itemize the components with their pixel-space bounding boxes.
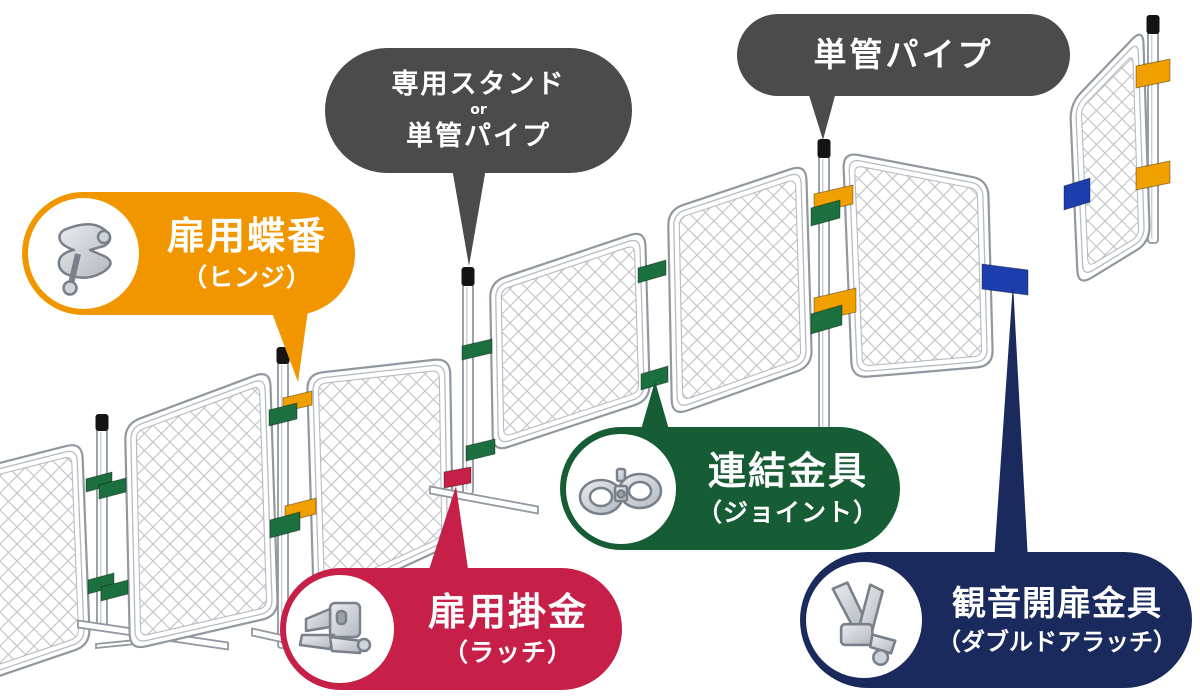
pipe-end-cap xyxy=(817,139,831,158)
fence-panel-mesh xyxy=(0,457,79,665)
joint-band xyxy=(640,365,669,391)
callout-stand-or-pipe: 専用スタンド or 単管パイプ xyxy=(325,48,632,173)
latch-band xyxy=(443,466,472,489)
callout-title: 連結金具 xyxy=(707,449,868,494)
fence-panel-inner-frame xyxy=(673,173,807,406)
callout-line: or xyxy=(470,102,487,119)
callout-tankan-pipe: 単管パイプ xyxy=(737,14,1070,96)
callout-subtitle: （ラッチ） xyxy=(442,638,573,668)
fence-panel-mesh xyxy=(1080,57,1140,265)
joint-band xyxy=(269,511,301,539)
fence-panel-inner-frame xyxy=(130,380,273,642)
callout-tail-latch xyxy=(427,486,469,576)
pipe-end-cap xyxy=(276,347,290,364)
callout-latch: 扉用掛金 （ラッチ） xyxy=(280,568,622,690)
hinge-band xyxy=(1135,160,1171,191)
fence-panel-inner-frame xyxy=(312,364,448,597)
callout-subtitle: （ヒンジ） xyxy=(181,262,312,292)
fence-panel-mesh xyxy=(135,387,268,636)
fence-panel-mesh xyxy=(317,370,443,590)
fence-panel-inner-frame xyxy=(1075,45,1145,273)
fence-panel-mesh xyxy=(500,246,640,436)
joint-band xyxy=(810,304,843,335)
joint-band xyxy=(100,579,129,602)
callout-title: 扉用蝶番 xyxy=(166,214,327,259)
double-latch-band xyxy=(981,263,1029,296)
double-latch-band xyxy=(1063,177,1091,211)
joint-band xyxy=(268,402,298,427)
callout-subtitle: （ジョイント） xyxy=(696,497,879,527)
callout-title: 扉用掛金 xyxy=(427,589,588,634)
fence-panel-mesh xyxy=(854,166,983,366)
callout-line: 専用スタンド xyxy=(391,69,566,101)
callout-tail-double-latch xyxy=(994,283,1028,561)
callout-tail-joint xyxy=(640,381,670,433)
callout-tail-pipe xyxy=(808,92,836,140)
pipe-end-cap xyxy=(95,414,109,431)
joint-band xyxy=(637,259,667,284)
hinge-band xyxy=(1135,58,1171,89)
joint-band xyxy=(461,338,493,361)
joint-band xyxy=(465,438,496,462)
hinge-clamp-icon xyxy=(28,198,139,309)
callout-tail-hinge xyxy=(269,296,310,382)
joint-clamp-icon xyxy=(566,433,676,544)
pipe-end-cap xyxy=(461,267,475,286)
fence-panel-inner-frame xyxy=(495,239,645,443)
callout-title: 観音開扉金具 xyxy=(952,583,1162,624)
pipe-end-cap xyxy=(1146,15,1160,34)
callout-label: 単管パイプ xyxy=(813,35,994,75)
callout-line: 単管パイプ xyxy=(406,120,551,152)
double-door-latch-icon xyxy=(806,562,922,678)
fence-panel-inner-frame xyxy=(848,159,988,372)
fence-panel-mesh xyxy=(678,180,802,400)
callout-tail-stand xyxy=(452,168,486,266)
joint-band xyxy=(98,477,127,500)
latch-clamp-icon xyxy=(286,575,394,683)
fence-panel-inner-frame xyxy=(0,450,85,671)
callout-joint: 連結金具 （ジョイント） xyxy=(560,427,900,550)
callout-subtitle: （ダブルドアラッチ） xyxy=(937,627,1177,656)
joint-band xyxy=(810,199,841,227)
fence-post-pipe xyxy=(462,282,474,495)
callout-double-latch: 観音開扉金具 （ダブルドアラッチ） xyxy=(800,552,1192,688)
callout-hinge: 扉用蝶番 （ヒンジ） xyxy=(22,192,355,315)
